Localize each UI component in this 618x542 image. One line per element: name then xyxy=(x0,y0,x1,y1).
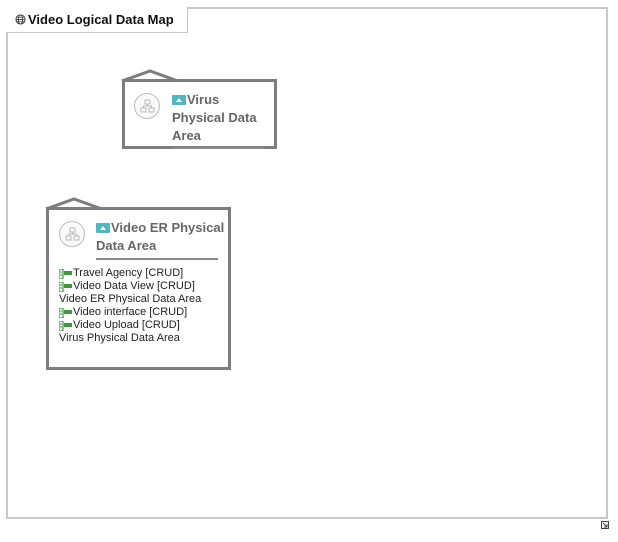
entity-icon xyxy=(59,281,72,292)
list-item[interactable]: Video ER Physical Data Area xyxy=(59,293,201,306)
node-virus-physical-data-area[interactable]: Virus Physical Data Area xyxy=(120,69,278,151)
stencil-icon xyxy=(134,93,160,119)
node-title-line1: Video ER Physical xyxy=(111,220,225,235)
entity-icon xyxy=(59,268,72,279)
node-title-line2: Data Area xyxy=(96,238,157,253)
physical-data-area-icon xyxy=(172,95,186,105)
node-roof xyxy=(45,197,103,211)
resize-handle-icon[interactable] xyxy=(601,521,609,529)
stencil-icon xyxy=(59,221,85,247)
node-roof xyxy=(121,69,179,83)
node-title: Video ER Physical Data Area xyxy=(96,219,226,255)
list-item-label: Travel Agency [CRUD] xyxy=(73,267,184,279)
diagram-title-tab: Video Logical Data Map xyxy=(6,7,188,33)
list-item[interactable]: Travel Agency [CRUD] xyxy=(59,267,201,280)
list-item-label: Video ER Physical Data Area xyxy=(59,293,202,305)
list-item[interactable]: Virus Physical Data Area xyxy=(59,332,201,345)
node-title-line3: Area xyxy=(172,128,201,143)
entity-icon xyxy=(59,320,72,331)
globe-icon xyxy=(15,14,26,25)
list-item[interactable]: Video Upload [CRUD] xyxy=(59,319,201,332)
node-divider xyxy=(96,258,218,260)
list-item-label: Video interface [CRUD] xyxy=(73,306,188,318)
list-item[interactable]: Video interface [CRUD] xyxy=(59,306,201,319)
list-item[interactable]: Video Data View [CRUD] xyxy=(59,280,201,293)
node-title-line2: Physical Data xyxy=(172,110,257,125)
entity-icon xyxy=(59,307,72,318)
node-item-list: Travel Agency [CRUD] Video Data View [CR… xyxy=(59,267,201,345)
diagram-title: Video Logical Data Map xyxy=(28,12,174,27)
list-item-label: Video Data View [CRUD] xyxy=(73,280,195,292)
node-divider xyxy=(172,147,264,149)
node-title: Virus Physical Data Area xyxy=(172,91,272,145)
list-item-label: Video Upload [CRUD] xyxy=(73,319,180,331)
physical-data-area-icon xyxy=(96,223,110,233)
node-video-er-physical-data-area[interactable]: Video ER Physical Data Area Travel Agenc… xyxy=(44,197,234,373)
list-item-label: Virus Physical Data Area xyxy=(59,332,180,344)
node-title-line1: Virus xyxy=(187,92,220,107)
